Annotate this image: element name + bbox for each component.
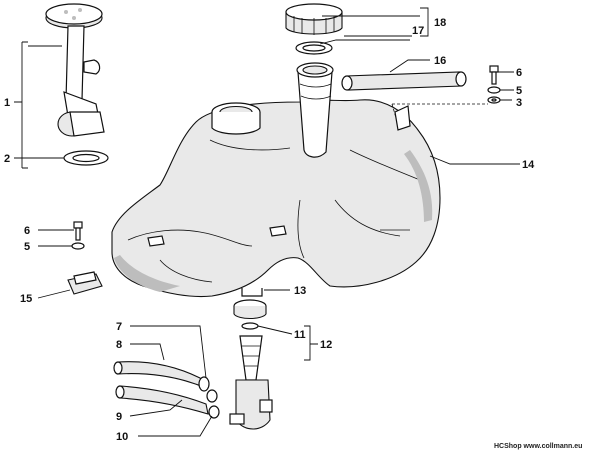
callout-2: 2 <box>4 153 10 165</box>
leader-lines <box>14 7 520 437</box>
callout-15: 15 <box>20 293 32 305</box>
callout-9: 9 <box>116 411 122 423</box>
callout-13: 13 <box>294 285 306 297</box>
fuel-gauge-sender <box>45 3 105 137</box>
filler-cap-gasket <box>295 41 333 55</box>
callout-8: 8 <box>116 339 122 351</box>
fuel-tank <box>111 62 441 298</box>
callout-14: 14 <box>522 159 535 171</box>
callout-10: 10 <box>116 431 128 443</box>
callout-5-left: 5 <box>24 241 30 253</box>
callout-labels: 18 17 1 2 16 6 5 3 14 6 5 15 13 7 11 12 … <box>4 17 535 443</box>
callout-16: 16 <box>434 55 446 67</box>
callout-6-left: 6 <box>24 225 30 237</box>
callout-12: 12 <box>320 339 332 351</box>
mounting-clip <box>67 271 103 295</box>
callout-17: 17 <box>412 25 424 37</box>
bolt-set-right <box>487 65 501 104</box>
fuel-tap-assembly <box>229 299 273 430</box>
bolt-set-left <box>71 221 85 250</box>
sender-gasket <box>63 150 109 166</box>
callout-5-right: 5 <box>516 85 522 97</box>
fuel-hoses <box>113 361 220 419</box>
callout-1: 1 <box>4 97 10 109</box>
filler-cap <box>285 3 343 35</box>
callout-3: 3 <box>516 97 522 109</box>
callout-7: 7 <box>116 321 122 333</box>
watermark: HCShop www.collmann.eu <box>494 443 582 450</box>
breather-hose <box>341 71 488 119</box>
callout-11: 11 <box>294 329 306 341</box>
callout-18: 18 <box>434 17 446 29</box>
callout-6-right: 6 <box>516 67 522 79</box>
